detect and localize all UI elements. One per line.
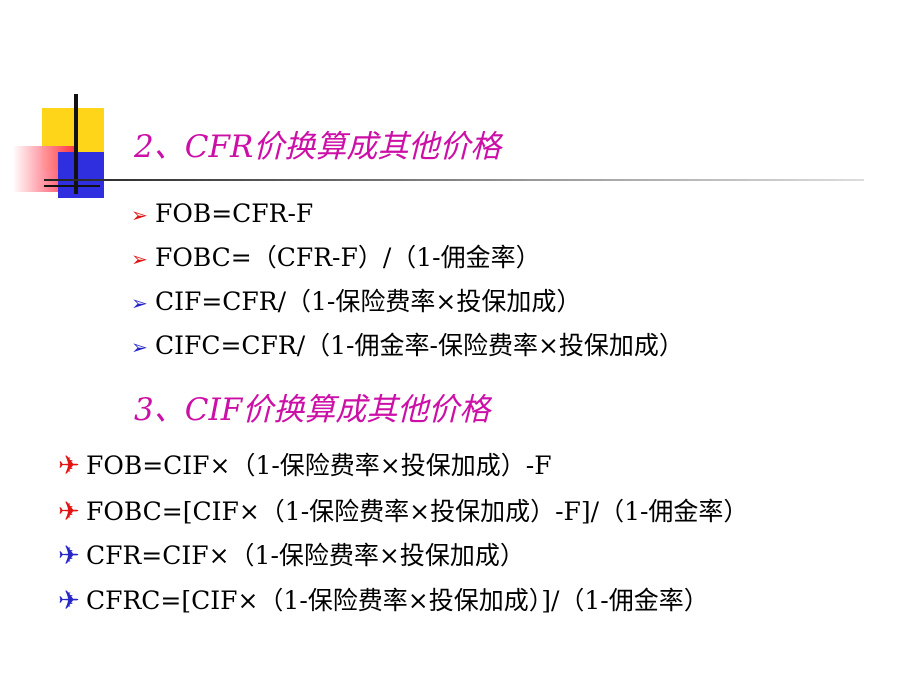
formula-text: FOB=CFR-F [155, 199, 314, 228]
formula-text: FOBC=（CFR-F）/（1-佣金率） [155, 243, 541, 272]
title-divider-line [44, 179, 864, 181]
airplane-bullet-icon: ✈ [58, 451, 80, 481]
section-3-item: ✈CFR=CIF×（1-保险费率×投保加成） [58, 540, 525, 572]
section-2-item: ➢ CIFC=CFR/（1-佣金率-保险费率×投保加成） [131, 330, 684, 363]
section-2-heading: 2、CFR价换算成其他价格 [134, 129, 502, 165]
arrow-bullet-icon: ➢ [131, 291, 148, 315]
formula-text: FOBC=[CIF×（1-保险费率×投保加成）-F]/（1-佣金率） [86, 497, 749, 526]
formula-text: FOB=CIF×（1-保险费率×投保加成）-F [86, 451, 552, 480]
formula-text: CIFC=CFR/（1-佣金率-保险费率×投保加成） [155, 331, 684, 360]
section-3-item: ✈FOB=CIF×（1-保险费率×投保加成）-F [58, 450, 552, 482]
section-2-item: ➢ FOBC=（CFR-F）/（1-佣金率） [131, 242, 541, 275]
section-3-item: ✈CFRC=[CIF×（1-保险费率×投保加成）]/（1-佣金率） [58, 585, 709, 617]
section-3-heading: 3、CIF价换算成其他价格 [134, 392, 491, 428]
section-3-item: ✈FOBC=[CIF×（1-保险费率×投保加成）-F]/（1-佣金率） [58, 496, 748, 528]
arrow-bullet-icon: ➢ [131, 335, 148, 359]
section-2-item: ➢ FOB=CFR-F [131, 198, 313, 231]
decor-short-line [44, 185, 100, 187]
airplane-bullet-icon: ✈ [58, 497, 80, 527]
arrow-bullet-icon: ➢ [131, 247, 148, 271]
airplane-bullet-icon: ✈ [58, 586, 80, 616]
airplane-bullet-icon: ✈ [58, 541, 80, 571]
formula-text: CFR=CIF×（1-保险费率×投保加成） [86, 541, 525, 570]
formula-text: CIF=CFR/（1-保险费率×投保加成） [155, 287, 582, 316]
formula-text: CFRC=[CIF×（1-保险费率×投保加成）]/（1-佣金率） [86, 586, 709, 615]
decor-blue-square [58, 152, 104, 198]
arrow-bullet-icon: ➢ [131, 203, 148, 227]
decor-vertical-line [74, 94, 78, 194]
section-2-item: ➢ CIF=CFR/（1-保险费率×投保加成） [131, 286, 581, 319]
